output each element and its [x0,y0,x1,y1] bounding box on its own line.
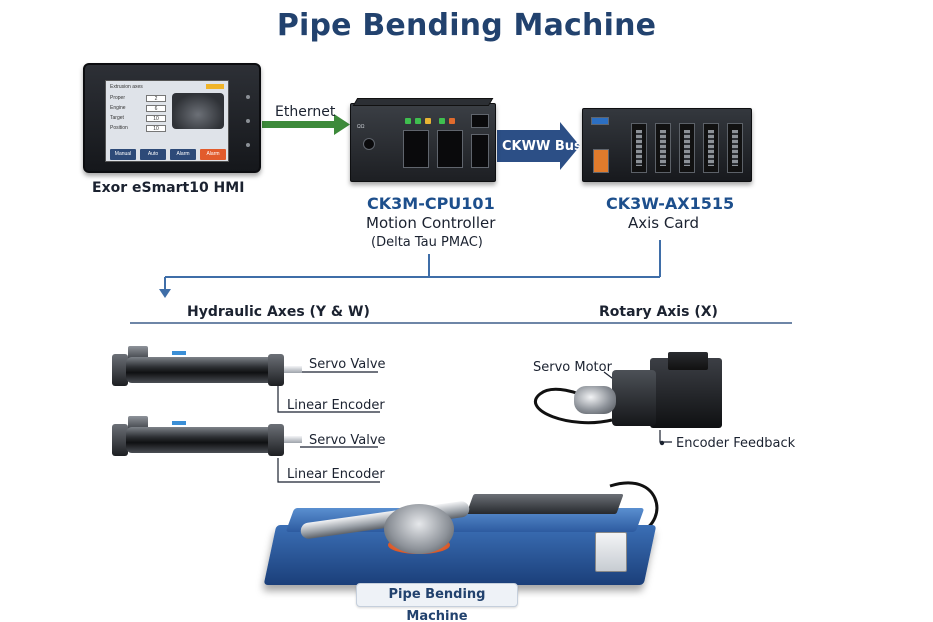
hmi-row: Target 10 [110,115,170,123]
hmi-screen: Extrusion axes Proper 2 Engine 6 Target … [105,80,229,162]
motor-cable [534,387,613,425]
hmi-screen-header: Extrusion axes [110,84,143,90]
hmi-alarm-button: Alarm [200,149,226,160]
servo-valve-icon [128,416,148,430]
hmi-row-name: Position [110,125,128,131]
ethernet-arrow [262,114,350,135]
controller-knob-icon [363,138,375,150]
linear-encoder-label: Linear Encoder [287,467,385,482]
hydraulic-leaders [277,371,380,483]
controller-note: (Delta Tau PMAC) [371,235,483,250]
axis-card-badge [591,117,609,125]
axis-card-connector-icon [593,149,609,173]
hmi-row-value: 6 [146,105,166,112]
topology-lines [164,240,661,290]
hmi-row-name: Engine [110,105,126,111]
ethernet-label: Ethernet [275,104,336,120]
status-led-icon [439,118,445,124]
hmi-device: Extrusion axes Proper 2 Engine 6 Target … [83,63,261,173]
controller-role: Motion Controller [366,214,496,232]
controller-port-icon [471,134,489,168]
hmi-row-name: Target [110,115,124,121]
axis-slot-icon [703,123,719,173]
status-led-icon [405,118,411,124]
axis-slot-icon [631,123,647,173]
down-arrow-icon [159,289,171,298]
status-led-icon [449,118,455,124]
hmi-row-value: 10 [146,115,166,122]
hmi-status-icon [206,84,224,89]
axis-slot-icon [727,123,743,173]
bus-label: CKWW Bus [502,139,582,154]
motion-controller-device: ΩΩ [350,98,496,182]
axis-card-model: CK3W-AX1515 [606,194,735,213]
servo-valve-label: Servo Valve [309,433,386,448]
hmi-row: Engine 6 [110,105,170,113]
status-led-icon [425,118,431,124]
hmi-row: Position 10 [110,125,170,133]
servo-valve-icon [128,346,148,360]
controller-port-icon [437,130,463,168]
encoder-feedback-label: Encoder Feedback [676,436,796,451]
hmi-auto-button: Auto [140,149,166,160]
axis-card-role: Axis Card [628,214,699,232]
hmi-row-value: 2 [146,95,166,102]
axis-slot-icon [679,123,695,173]
status-led-icon [415,118,421,124]
servo-motor-label: Servo Motor [533,360,612,375]
hmi-label: Exor eSmart10 HMI [92,180,245,196]
hydraulic-heading: Hydraulic Axes (Y & W) [187,304,370,320]
axis-slot-icon [655,123,671,173]
hmi-row: Proper 2 [110,95,170,103]
hmi-row-value: 10 [146,125,166,132]
controller-badge: ΩΩ [357,124,365,130]
ethernet-port-icon [471,114,489,128]
machine-caption: Pipe Bending Machine [356,583,518,622]
bending-die-icon [384,504,454,554]
motor-shaft-icon [574,386,616,414]
hmi-alarm-button: Alarm [170,149,196,160]
hmi-led-icon [246,95,250,99]
hmi-led-icon [246,143,250,147]
servo-valve-label: Servo Valve [309,357,386,372]
hmi-machine-image [172,93,224,129]
linear-encoder-label: Linear Encoder [287,398,385,413]
hmi-manual-button: Manual [110,149,136,160]
bus-arrow [497,122,580,170]
page-title: Pipe Bending Machine [276,8,657,43]
motor-connector-icon [668,352,708,370]
rotary-heading: Rotary Axis (X) [599,304,718,320]
controller-model: CK3M-CPU101 [367,194,495,213]
hmi-led-icon [246,119,250,123]
control-cabinet-icon [595,532,627,572]
controller-port-icon [403,130,429,168]
hmi-row-name: Proper [110,95,126,101]
axis-card-device [582,108,752,182]
